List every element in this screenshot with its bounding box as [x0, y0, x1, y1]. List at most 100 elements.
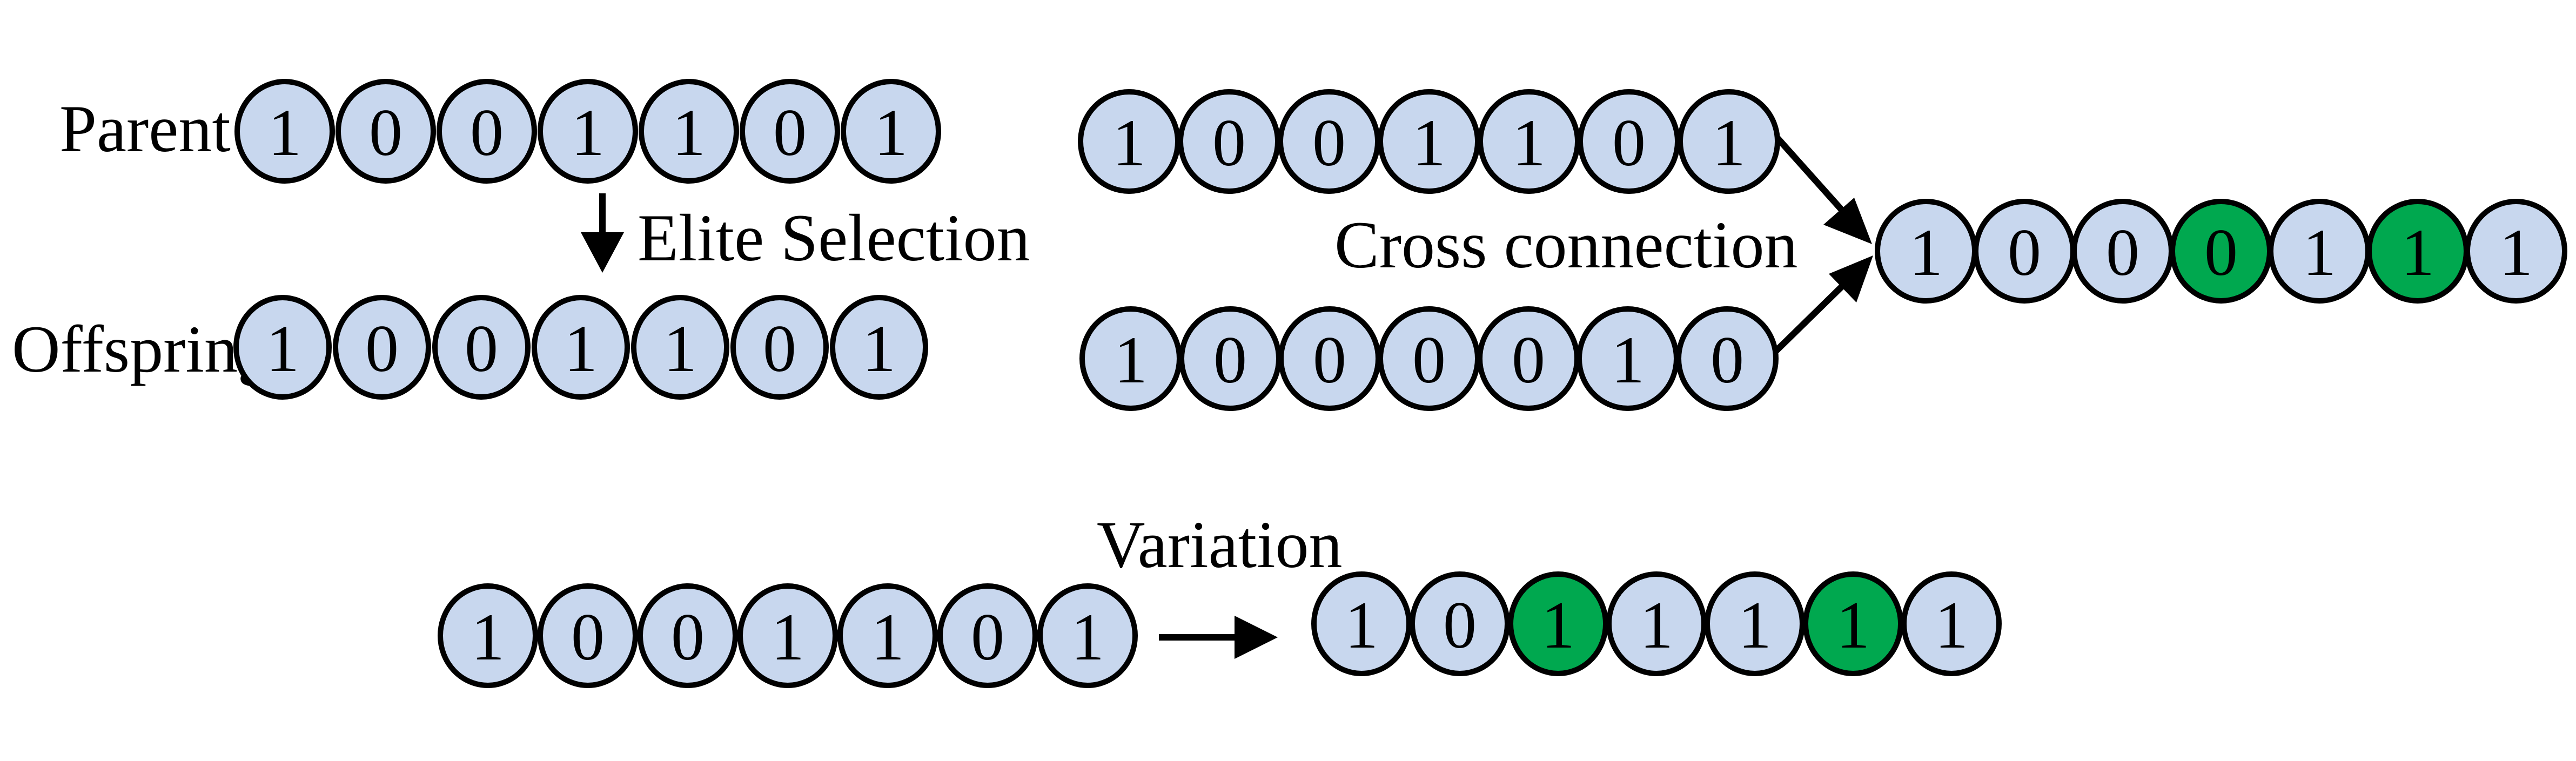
gene-bit: 0	[1213, 323, 1247, 397]
gene-bit: 0	[2204, 215, 2238, 289]
gene-circle	[234, 79, 335, 184]
gene-circle	[1705, 571, 1805, 676]
gene-bit: 0	[365, 312, 399, 386]
gene-bit: 0	[1612, 106, 1646, 180]
gene-bit: 1	[1738, 588, 1772, 662]
gene-circle	[1410, 571, 1510, 676]
gene-cell: 0	[1278, 89, 1380, 194]
mutated-gene-circle	[1508, 571, 1608, 676]
gene-bit: 0	[465, 312, 498, 386]
gene-cell: 1	[1378, 89, 1480, 194]
gene-cell: 0	[638, 583, 738, 688]
gene-circle	[538, 79, 638, 184]
gene-circle	[438, 583, 538, 688]
gene-bit: 1	[2499, 215, 2533, 289]
gene-bit: 1	[471, 600, 505, 674]
gene-cell: 0	[1278, 306, 1381, 411]
gene-cell: 1	[1705, 571, 1805, 676]
gene-bit: 1	[771, 600, 804, 674]
gene-bit: 1	[1345, 588, 1378, 662]
gene-cell: 0	[2071, 199, 2174, 304]
gene-cell: 0	[740, 79, 840, 184]
gene-cell: 1	[1311, 571, 1412, 676]
gene-cell: 1	[837, 583, 938, 688]
gene-cell: 1	[1078, 89, 1180, 194]
gene-bit: 1	[1712, 106, 1746, 180]
gene-cell: 0	[437, 79, 537, 184]
gene-cell: 0	[538, 583, 638, 688]
gene-circle	[333, 295, 431, 400]
gene-circle	[1311, 571, 1412, 676]
variation-arrow	[1159, 616, 1278, 659]
gene-bit: 0	[1412, 323, 1446, 397]
gene-bit: 1	[268, 96, 301, 170]
gene-circle	[631, 295, 729, 400]
gene-bit: 1	[1114, 323, 1148, 397]
gene-bit: 0	[671, 600, 705, 674]
cross-arrow-b	[1772, 255, 1873, 355]
gene-cell: 0	[333, 295, 431, 400]
gene-cell: 0	[1676, 306, 1779, 411]
gene-bit: 0	[571, 600, 605, 674]
gene-circle	[830, 295, 928, 400]
gene-bit: 0	[1443, 588, 1477, 662]
gene-bit: 1	[564, 312, 598, 386]
gene-cell: 1	[841, 79, 941, 184]
gene-circle	[1901, 571, 2002, 676]
gene-circle	[1678, 89, 1780, 194]
elite-selection-arrow	[581, 193, 624, 273]
gene-cell: 1	[2465, 199, 2567, 304]
gene-cell: 0	[336, 79, 436, 184]
gene-circle	[1676, 306, 1779, 411]
gene-bit: 1	[1541, 588, 1575, 662]
gene-cell: 0	[1578, 89, 1680, 194]
gene-bit: 0	[971, 600, 1004, 674]
gene-bit: 1	[1909, 215, 1943, 289]
gene-bit: 1	[1836, 588, 1870, 662]
gene-cell: 1	[233, 295, 332, 400]
gene-bit: 0	[1212, 106, 1246, 180]
gene-bit: 1	[1640, 588, 1673, 662]
gene-bit: 1	[1412, 106, 1446, 180]
gene-circle	[937, 583, 1038, 688]
gene-circle	[2465, 199, 2567, 304]
variation-label: Variation	[1097, 508, 1343, 582]
gene-circle	[837, 583, 938, 688]
gene-cell: 1	[737, 583, 838, 688]
gene-cell: 1	[1901, 571, 2002, 676]
parent-label: Parent	[59, 92, 231, 166]
gene-cell: 0	[1973, 199, 2076, 304]
gene-bit: 0	[1313, 323, 1346, 397]
gene-cell: 0	[1179, 306, 1282, 411]
gene-bit: 1	[1935, 588, 1968, 662]
gene-bit: 0	[369, 96, 403, 170]
gene-cell: 1	[639, 79, 739, 184]
gene-bit: 1	[2303, 215, 2336, 289]
gene-cell: 1	[1875, 199, 1977, 304]
gene-cell: 1	[830, 295, 928, 400]
gene-cell: 0	[1410, 571, 1510, 676]
gene-bit: 1	[1112, 106, 1146, 180]
gene-circle	[639, 79, 739, 184]
gene-circle	[1037, 583, 1138, 688]
gene-circle	[740, 79, 840, 184]
gene-cell: 0	[730, 295, 829, 400]
gene-cell: 1	[1803, 571, 1903, 676]
gene-circle	[730, 295, 829, 400]
gene-bit: 0	[1512, 323, 1545, 397]
gene-cell: 0	[937, 583, 1038, 688]
gene-cell: 1	[2268, 199, 2371, 304]
gene-circle	[233, 295, 332, 400]
gene-cell: 1	[1577, 306, 1679, 411]
gene-cell: 1	[631, 295, 729, 400]
gene-cell: 0	[2170, 199, 2272, 304]
gene-circle	[538, 583, 638, 688]
